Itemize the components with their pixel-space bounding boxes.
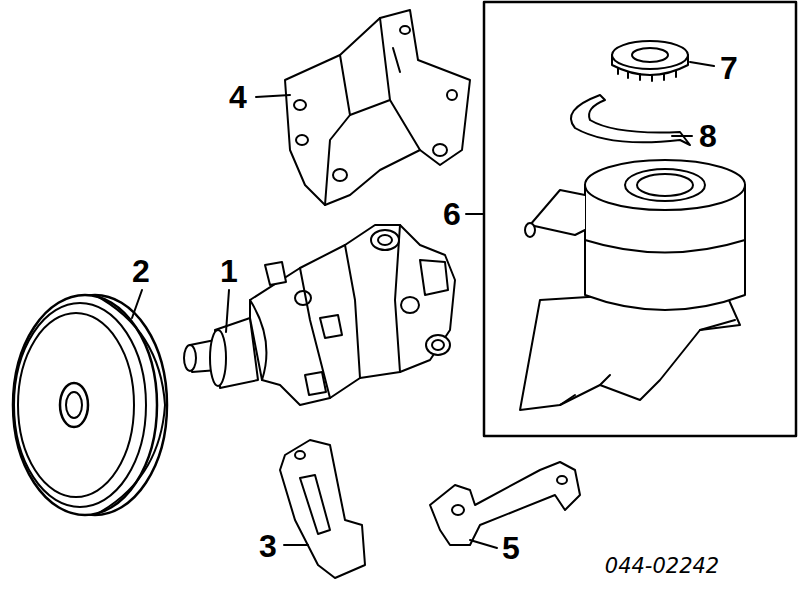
callout-number: 5 (502, 532, 520, 564)
callout-number: 1 (220, 255, 238, 287)
bracket-lower-left (280, 440, 365, 578)
bracket-upper (285, 10, 470, 205)
leader-lines (132, 62, 714, 548)
callout-number: 8 (699, 120, 717, 152)
drawing-code: 044-02242 (605, 556, 719, 577)
reservoir (520, 160, 745, 410)
group-box (484, 2, 796, 436)
cap (612, 41, 688, 81)
callout-number: 7 (720, 52, 738, 84)
pump-body (184, 225, 455, 405)
filter-ring (571, 95, 690, 145)
callout-number: 3 (259, 530, 277, 562)
pulley (13, 295, 167, 515)
callout-number: 2 (132, 255, 150, 287)
callout-number: 4 (229, 81, 247, 113)
callout-number: 6 (443, 198, 461, 230)
